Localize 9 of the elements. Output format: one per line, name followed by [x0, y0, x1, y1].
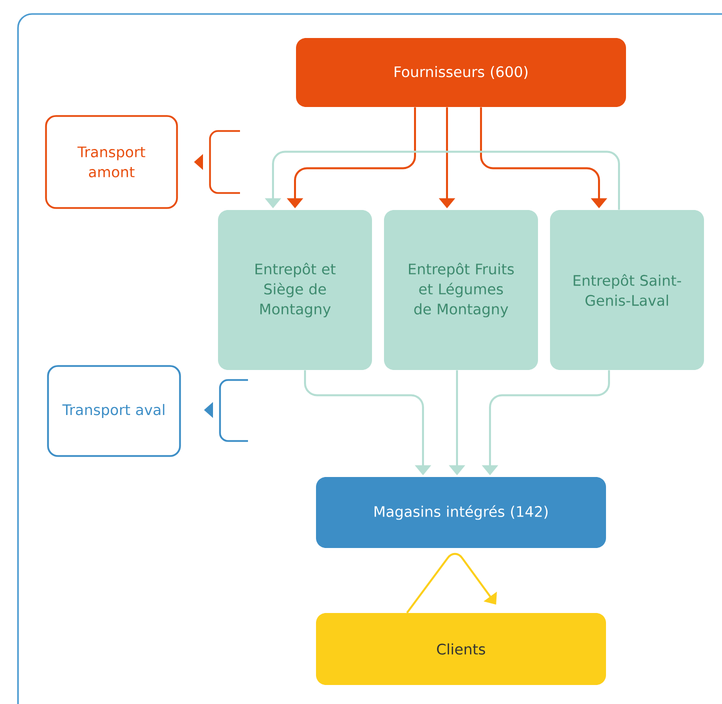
warehouse-box: Entrepôt Saint-Genis-Laval	[550, 210, 704, 370]
process-box: Fournisseurs (600)	[296, 38, 626, 107]
label-box: Transport aval	[47, 365, 181, 457]
process-box: Clients	[316, 613, 606, 685]
warehouse-box: Entrepôt et Siège de Montagny	[218, 210, 372, 370]
warehouse-box: Entrepôt Fruits et Légumes de Montagny	[384, 210, 538, 370]
label-box: Transport amont	[45, 115, 178, 209]
arrow	[406, 552, 497, 614]
process-box: Magasins intégrés (142)	[316, 477, 606, 548]
